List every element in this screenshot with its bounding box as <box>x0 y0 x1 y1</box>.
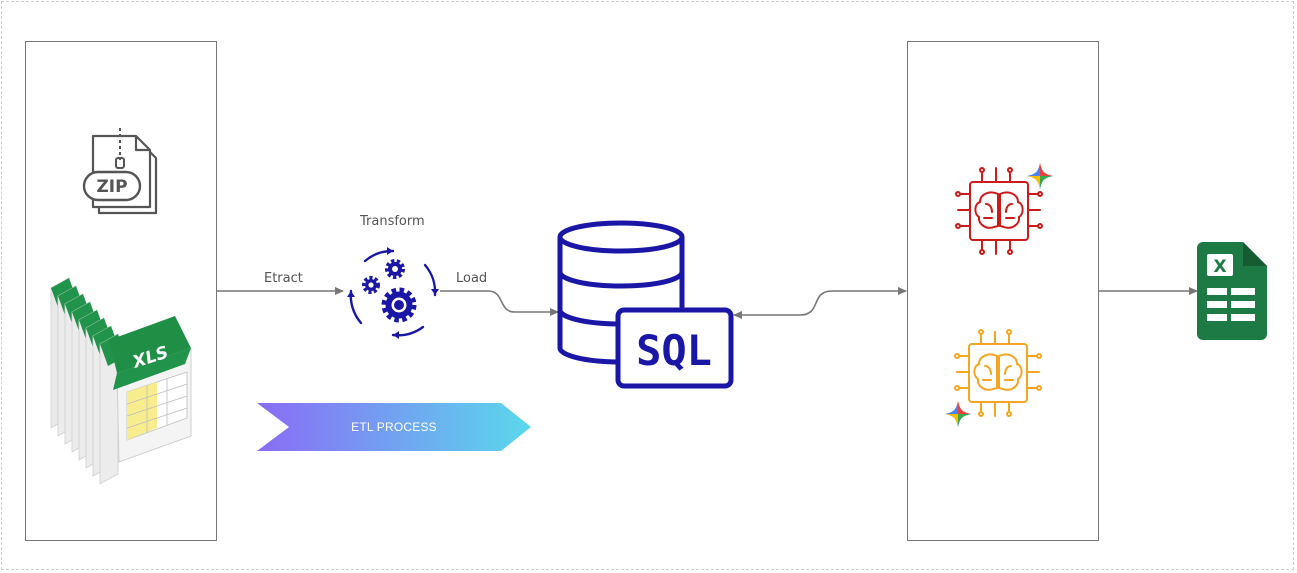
zip-text: ZIP <box>96 177 127 197</box>
sql-database-icon: SQL <box>557 220 734 389</box>
etl-process-label: ETL PROCESS <box>351 420 437 434</box>
ai-chip-icon-orange <box>945 329 1042 427</box>
ai-chip-icon-red <box>955 163 1053 255</box>
load-label: Load <box>456 271 488 286</box>
sql-ai-link <box>733 287 907 319</box>
etl-process-banner <box>257 403 531 451</box>
excel-output-icon: X <box>1197 242 1267 340</box>
ai-panel <box>907 41 1099 541</box>
transform-label: Transform <box>360 214 425 229</box>
zip-file-icon: ZIP <box>82 128 158 215</box>
transform-gears-icon <box>347 247 439 339</box>
excel-letter: X <box>1213 257 1226 277</box>
sql-text: SQL <box>636 326 712 375</box>
extract-label: Etract <box>264 271 303 286</box>
xls-files-stack-icon: XLS <box>50 277 192 485</box>
load-arrow <box>440 290 559 316</box>
